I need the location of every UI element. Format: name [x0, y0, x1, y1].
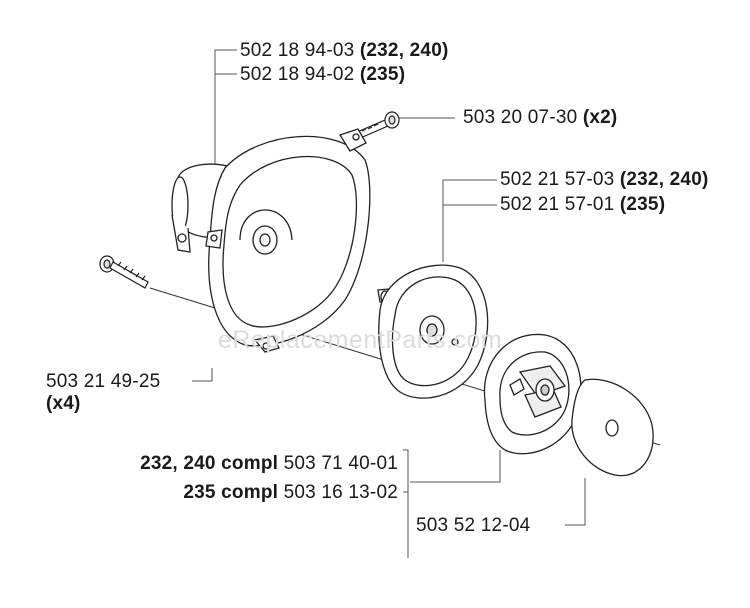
drum-label-b: 502 21 57-01 (235): [500, 194, 665, 216]
clutch-drum-icon: [377, 264, 489, 399]
part-number: 503 71 40-01: [283, 453, 398, 474]
model-list: (235): [619, 194, 666, 215]
clutch-housing-icon: [171, 128, 371, 353]
clutch-label-b: 235 compl 503 16 13-02: [60, 482, 398, 504]
part-number: 503 21 49-25: [46, 371, 161, 392]
watermark: eReplacementParts.com: [218, 326, 503, 354]
housing-label-b: 502 18 94-02 (235): [240, 64, 405, 86]
part-number: 502 21 57-01: [500, 194, 615, 215]
part-number: 502 21 57-03: [500, 169, 615, 190]
clutch-shoes-icon: [483, 333, 582, 455]
quantity: (x4): [46, 393, 81, 414]
model-list: 232, 240 compl: [140, 453, 279, 474]
drum-label-a: 502 21 57-03 (232, 240): [500, 169, 709, 191]
screw-top-label: 503 20 07-30 (x2): [463, 107, 617, 129]
part-number: 503 16 13-02: [283, 482, 398, 503]
part-number: 502 18 94-03: [240, 40, 355, 61]
part-number: 503 20 07-30: [463, 107, 578, 128]
washer-icon: [571, 378, 654, 477]
washer-label: 503 52 12-04: [416, 515, 530, 537]
quantity: (x2): [582, 107, 618, 128]
part-number: 503 52 12-04: [416, 515, 531, 536]
left-screw-icon: [99, 255, 149, 289]
clutch-label-a: 232, 240 compl 503 71 40-01: [60, 453, 398, 475]
model-list: 235 compl: [183, 482, 279, 503]
model-list: (235): [359, 64, 406, 85]
part-number: 502 18 94-02: [240, 64, 355, 85]
model-list: (232, 240): [359, 40, 449, 61]
model-list: (232, 240): [619, 169, 709, 190]
housing-label-a: 502 18 94-03 (232, 240): [240, 40, 449, 62]
screw-left-label: 503 21 49-25 (x4): [46, 371, 160, 415]
